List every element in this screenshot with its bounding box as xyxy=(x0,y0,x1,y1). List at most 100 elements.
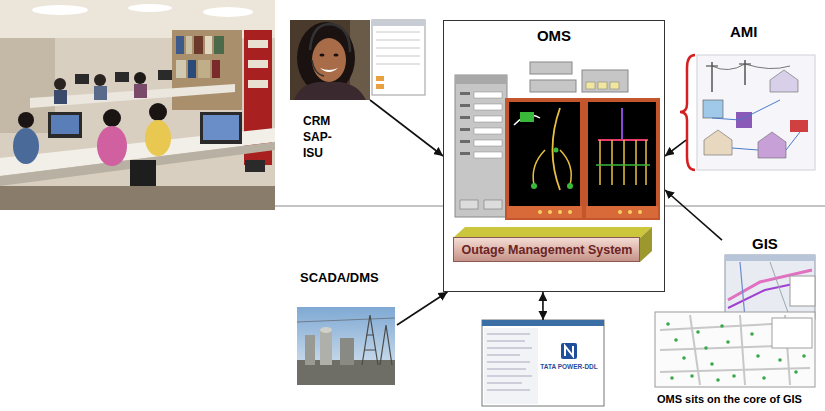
outage-box: Outage Management System xyxy=(453,237,640,262)
oms-screens-part xyxy=(567,183,573,189)
portal-screenshot xyxy=(482,320,604,406)
oms-screens-part xyxy=(484,200,502,209)
call-center-photo-part xyxy=(200,112,242,144)
oms-screens-part xyxy=(599,140,601,185)
operator-photo-part xyxy=(320,68,338,72)
gis-maps-part xyxy=(725,255,815,319)
crm-screenshot-part xyxy=(376,48,420,49)
call-center-photo-part xyxy=(97,126,127,166)
call-center-photo-part xyxy=(0,186,275,210)
gis-maps-part xyxy=(770,262,790,318)
call-center-photo-part xyxy=(94,86,107,100)
oms-screens-part xyxy=(520,112,534,122)
oms-screens-part xyxy=(568,210,572,214)
call-center-photo-part xyxy=(54,78,66,90)
oms-screens-part xyxy=(598,139,648,141)
call-center-photo-part xyxy=(186,36,192,54)
crm-screenshot-part xyxy=(376,64,420,65)
call-center-photo-part xyxy=(32,5,88,15)
oms-screens-part xyxy=(610,82,619,89)
portal-screenshot-part xyxy=(487,361,530,362)
crm-screenshot-part xyxy=(376,76,384,81)
gis-maps-part xyxy=(725,255,815,261)
oms-screens-part xyxy=(586,100,658,218)
oms-screens-part xyxy=(460,200,478,209)
ami-illustration-part xyxy=(703,100,723,118)
gis-block: GIS xyxy=(722,232,818,322)
crm-screenshot-part xyxy=(376,32,420,33)
gis-maps-part xyxy=(666,322,806,382)
operator-photo-part xyxy=(320,53,325,56)
box-label: Outage Management System xyxy=(462,243,633,257)
call-center-photo-part xyxy=(245,160,265,172)
call-center-photo-part xyxy=(54,90,67,104)
call-center-photo-part xyxy=(134,72,146,84)
gis-maps-part xyxy=(660,368,810,372)
oms-screens-part xyxy=(474,92,502,98)
call-center-photo-part xyxy=(188,60,196,78)
connector-arrow xyxy=(665,190,722,240)
scada-photo-part xyxy=(297,318,395,322)
crm-screenshot-part xyxy=(376,84,384,89)
gis-maps-part xyxy=(740,315,745,385)
oms-screens-part xyxy=(455,75,507,217)
operator-photo-part xyxy=(312,60,324,76)
portal-screenshot-part xyxy=(565,346,573,356)
oms-screens-part xyxy=(582,70,628,92)
crm-screenshot xyxy=(372,20,425,95)
portal-screenshot-part xyxy=(487,347,532,348)
oms-box: OMSOutage Management System xyxy=(443,20,665,292)
gis-maps-part-part xyxy=(802,354,806,358)
gis-maps xyxy=(655,255,815,387)
caption-note: OMS sits on the core of GIS xyxy=(657,393,802,405)
operator-photo-part xyxy=(294,82,366,100)
call-center-photo-part xyxy=(198,60,210,78)
call-center-photo-part xyxy=(103,109,121,127)
call-center-photo-part xyxy=(115,72,129,82)
oms-screens-part xyxy=(560,150,571,185)
scada-photo-part xyxy=(340,338,354,365)
scada-photo-part xyxy=(320,327,332,333)
gis-maps-part-part xyxy=(756,354,760,358)
gis-maps-part xyxy=(655,312,815,387)
operator-photo-part xyxy=(310,24,350,52)
ami-illustration xyxy=(680,55,815,170)
oms-screens-part xyxy=(598,82,607,89)
oms-screens-part xyxy=(460,152,470,155)
oms-screens-part xyxy=(507,206,582,218)
call-center-photo-part xyxy=(194,36,203,54)
oms-screens-part xyxy=(460,104,470,107)
gis-maps-part-part xyxy=(696,330,700,334)
scada-photo-part xyxy=(362,315,378,365)
connector-arrow xyxy=(397,292,447,325)
crm-screenshot-part xyxy=(372,20,425,26)
gis-maps-part-part xyxy=(778,358,782,362)
oms-screens xyxy=(443,20,665,292)
operator-photo xyxy=(290,20,370,100)
connector-arrow xyxy=(665,140,686,156)
oms-screens-part xyxy=(548,210,552,214)
oms-screens-part xyxy=(621,108,623,140)
connector-arrow xyxy=(542,292,544,320)
portal-screenshot-part xyxy=(484,328,538,404)
oms-screens-part xyxy=(635,140,637,185)
ami-illustration-part xyxy=(770,70,798,92)
oms-screens-part xyxy=(553,108,561,190)
gis-maps-part-part xyxy=(762,376,766,380)
crm-screenshot-part xyxy=(376,56,420,57)
portal-block: TATA POWER-DDL xyxy=(482,320,604,406)
oms-screens-part xyxy=(460,128,470,131)
portal-screenshot-part xyxy=(487,368,526,369)
box-3d-top xyxy=(453,227,652,262)
call-center-photo-part xyxy=(248,40,268,48)
gis-maps-part-part xyxy=(710,362,714,366)
call-center-photo-part xyxy=(48,112,82,138)
oms-screens-part xyxy=(530,62,572,74)
portal-screenshot-part xyxy=(482,320,604,406)
oms-screens-part xyxy=(460,140,470,143)
portal-screenshot-part xyxy=(487,382,522,383)
call-center-photo-part xyxy=(176,36,184,54)
ami-illustration-part xyxy=(786,132,800,150)
